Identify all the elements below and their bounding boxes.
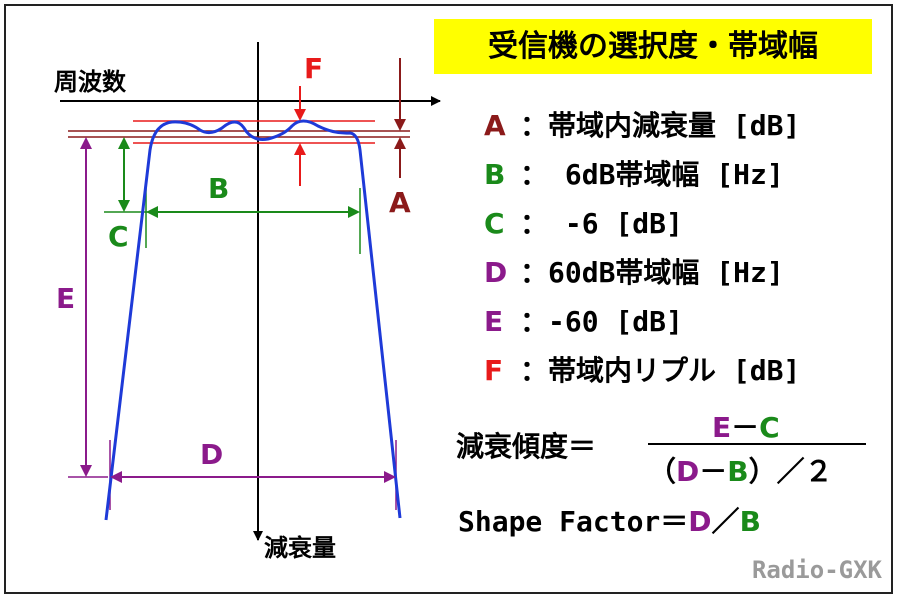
- legend-letter: B: [484, 158, 506, 191]
- formula-shape-factor: Shape Factor＝D／B: [458, 500, 761, 540]
- formula-numerator: E－C: [712, 406, 780, 446]
- legend-text: ：60dB帯域幅 [Hz]: [520, 256, 784, 289]
- shape-factor-d: D: [688, 505, 712, 538]
- diagram-frame: [4, 4, 893, 594]
- marker-f: F: [304, 52, 324, 85]
- page-title: 受信機の選択度・帯域幅: [434, 19, 872, 74]
- numerator-minus: －: [731, 411, 760, 444]
- watermark: Radio-GXK: [751, 556, 882, 584]
- legend-text: ：-60 [dB]: [520, 305, 683, 338]
- legend-row-d: D ：60dB帯域幅 [Hz]: [484, 253, 784, 293]
- legend-letter: D: [484, 256, 508, 289]
- denominator-div: ／２: [776, 455, 833, 488]
- legend-letter: F: [484, 354, 504, 387]
- numerator-e: E: [712, 411, 732, 444]
- legend-row-b: B ： 6dB帯域幅 [Hz]: [484, 155, 784, 195]
- marker-a: A: [389, 186, 411, 219]
- marker-b: B: [208, 172, 230, 205]
- frequency-axis-label: 周波数: [54, 68, 126, 96]
- denominator-b: B: [727, 455, 749, 488]
- legend-row-c: C ： -6 [dB]: [484, 204, 683, 244]
- legend-text: ： 6dB帯域幅 [Hz]: [520, 158, 784, 191]
- legend-letter: A: [484, 109, 506, 142]
- legend-row-e: E ：-60 [dB]: [484, 302, 683, 342]
- legend-letter: C: [484, 207, 505, 240]
- formula-attenuation-slope-label: 減衰傾度＝: [456, 430, 597, 463]
- legend-row-a: A ：帯域内減衰量 [dB]: [484, 106, 800, 146]
- denominator-minus: －: [699, 455, 728, 488]
- attenuation-axis-label: 減衰量: [264, 534, 336, 562]
- shape-factor-b: B: [739, 505, 761, 538]
- shape-factor-label: Shape Factor＝: [458, 505, 689, 538]
- numerator-c: C: [759, 411, 780, 444]
- denominator-open: （: [648, 455, 677, 488]
- legend-row-f: F ：帯域内リプル [dB]: [484, 351, 800, 391]
- denominator-close: ）: [748, 455, 777, 488]
- legend-letter: E: [484, 305, 504, 338]
- marker-d: D: [200, 438, 224, 471]
- legend-text: ：帯域内減衰量 [dB]: [520, 109, 801, 142]
- marker-e: E: [56, 282, 76, 315]
- formula-denominator: （D－B）／２: [648, 450, 833, 490]
- marker-c: C: [108, 220, 129, 253]
- denominator-d: D: [676, 455, 700, 488]
- legend-text: ：帯域内リプル [dB]: [520, 354, 801, 387]
- legend-text: ： -6 [dB]: [520, 207, 683, 240]
- filter-response-curve: [104, 119, 402, 521]
- shape-factor-slash: ／: [711, 505, 740, 538]
